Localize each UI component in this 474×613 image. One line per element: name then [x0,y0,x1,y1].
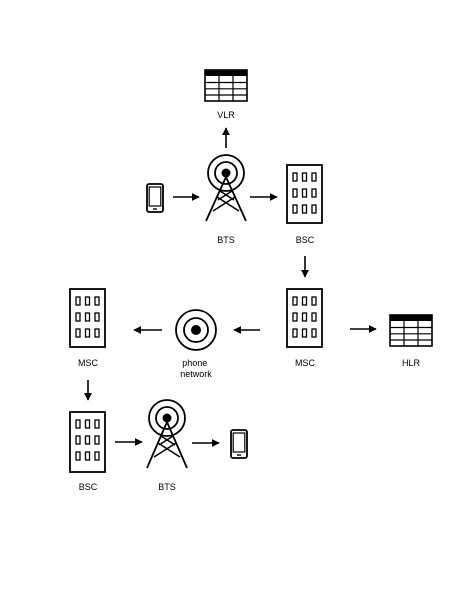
bts-top-node: BTS [205,154,247,245]
database-table-icon [204,69,248,102]
mobile-phone-icon [146,183,164,213]
building-icon [286,288,323,348]
bsc-bottom-node: BSC [69,411,106,492]
mobile-phone-icon [230,429,248,459]
building-icon [286,164,323,224]
bts-bottom-label: BTS [158,482,176,492]
phone-network-label: phone network [180,358,212,379]
building-icon [69,411,106,473]
phone-top-node [146,183,164,213]
network-hub-icon [175,309,217,351]
building-icon [69,288,106,348]
bts-bottom-node: BTS [146,399,188,492]
phone-network-label-line2: network [180,369,212,379]
msc-left-label: MSC [78,358,99,368]
bsc-bottom-label: BSC [79,482,98,492]
msc-right-label: MSC [295,358,316,368]
msc-left-node: MSC [69,288,106,368]
cell-tower-icon [146,399,188,469]
vlr-label: VLR [217,110,235,120]
bts-top-label: BTS [217,235,235,245]
phone-network-node: phone network [175,309,217,379]
database-table-icon [389,314,433,347]
bsc-top-label: BSC [296,235,315,245]
bsc-top-node: BSC [286,164,323,245]
phone-bottom-node [230,429,248,459]
vlr-node: VLR [204,69,248,120]
msc-right-node: MSC [286,288,323,368]
phone-network-label-line1: phone [182,358,207,368]
cell-tower-icon [205,154,247,222]
hlr-label: HLR [402,358,421,368]
hlr-node: HLR [389,314,433,368]
